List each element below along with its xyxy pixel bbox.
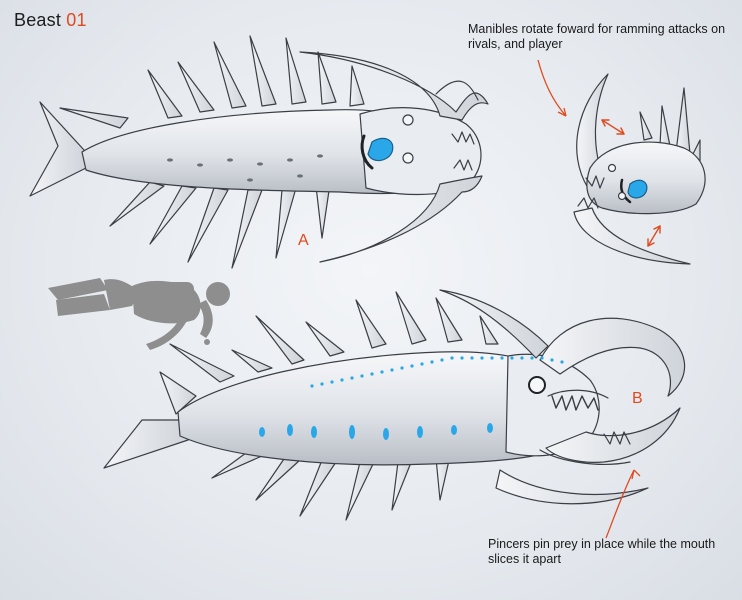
sheet-title-text: Beast (14, 10, 62, 30)
head-detail-drawing (573, 73, 706, 265)
mandibles-annotation-pointer (537, 59, 567, 117)
view-label-a: A (298, 232, 309, 249)
pincers-annotation: Pincers pin prey in place while the mout… (488, 537, 716, 566)
mandibles-annotation: Manibles rotate foward for ramming attac… (468, 22, 726, 51)
diver-silhouette (48, 278, 230, 350)
view-label-b: B (632, 390, 643, 407)
pincers-annotation-pointer (605, 469, 635, 539)
beast-a-drawing (29, 35, 489, 269)
sheet-title: Beast 01 (14, 10, 87, 31)
beast-b-drawing (103, 289, 686, 521)
sheet-title-number: 01 (66, 10, 87, 30)
